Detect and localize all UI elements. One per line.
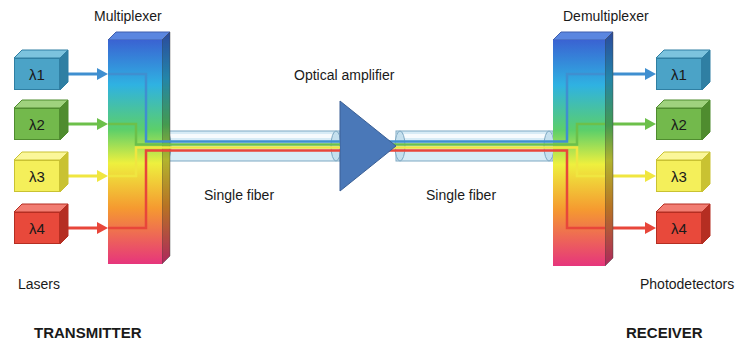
box-face: λ3 (14, 160, 60, 192)
box-face: λ2 (656, 108, 702, 140)
arrow-head (645, 68, 656, 80)
photodetector-box: λ3 (656, 152, 710, 192)
node-shape (340, 101, 396, 191)
node-shape (553, 32, 613, 266)
wavelength-label: λ4 (671, 220, 687, 237)
box-face: λ1 (656, 58, 702, 90)
block-heading: Demultiplexer (563, 8, 649, 24)
arrow-head (97, 118, 108, 130)
wavelength-label: λ2 (29, 116, 45, 133)
fiber-label: Single fiber (426, 187, 496, 203)
arrow-head (645, 170, 656, 182)
group-label: Photodetectors (640, 276, 734, 292)
box-face: λ4 (14, 212, 60, 244)
section-label: TRANSMITTER (34, 324, 142, 341)
wavelength-label: λ3 (29, 168, 45, 185)
arrow-head (645, 222, 656, 234)
optical-fiber (161, 131, 341, 161)
fiber-label: Single fiber (204, 187, 274, 203)
wavelength-label: λ3 (671, 168, 687, 185)
wavelength-label: λ2 (671, 116, 687, 133)
wavelength-label: λ1 (671, 66, 687, 83)
block-heading: Multiplexer (94, 8, 162, 24)
laser-box: λ2 (14, 100, 68, 140)
arrow-head (645, 118, 656, 130)
box-face: λ3 (656, 160, 702, 192)
photodetector-box: λ2 (656, 100, 710, 140)
photodetector-box: λ4 (656, 204, 710, 244)
amplifier-heading: Optical amplifier (294, 67, 394, 83)
wavelength-label: λ4 (29, 220, 45, 237)
box-face: λ4 (656, 212, 702, 244)
optical-fiber (395, 131, 554, 161)
arrow-head (97, 68, 108, 80)
section-label: RECEIVER (626, 324, 703, 341)
arrow-head (97, 222, 108, 234)
amplifier-triangle: Optical amplifier (340, 101, 396, 191)
laser-box: λ3 (14, 152, 68, 192)
box-face: λ1 (14, 58, 60, 90)
node-shape (108, 32, 170, 264)
multiplexer-block: Multiplexer (108, 32, 170, 264)
group-label: Lasers (18, 276, 60, 292)
laser-box: λ1 (14, 50, 68, 90)
laser-box: λ4 (14, 204, 68, 244)
demultiplexer-block: Demultiplexer (553, 32, 613, 266)
photodetector-box: λ1 (656, 50, 710, 90)
box-face: λ2 (14, 108, 60, 140)
arrow-head (97, 170, 108, 182)
wavelength-label: λ1 (29, 66, 45, 83)
